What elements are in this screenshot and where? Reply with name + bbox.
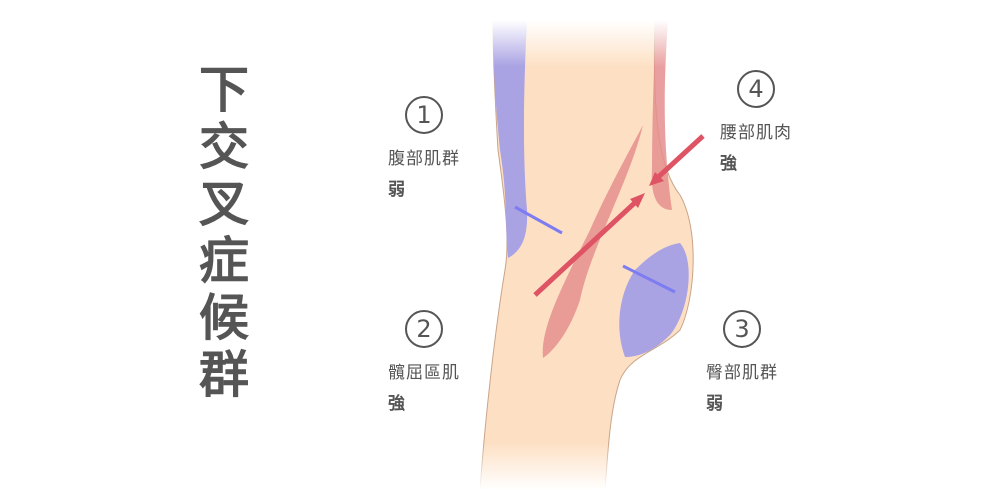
title-char: 下 [199,61,249,119]
number-badge: 2 [405,310,443,348]
glute-pull-line [622,264,676,294]
strength-label: 弱 [706,394,723,414]
title-char: 候 [199,289,249,347]
number-badge: 3 [723,310,761,348]
lower-back-muscle [651,20,672,210]
label-glute: 3 臀部肌群 弱 [706,310,778,414]
muscle-name: 髖屈區肌 [388,363,460,383]
number-badge: 1 [405,96,443,134]
title-char: 交 [199,118,249,176]
muscle-name: 臀部肌群 [706,363,778,383]
muscle-name: 腰部肌肉 [720,123,792,143]
hip-flexor-arrow [533,196,642,297]
title-char: 叉 [199,175,249,233]
diagram-title: 下 交 叉 症 候 群 [194,62,254,404]
title-char: 症 [199,232,249,290]
number-badge: 4 [737,70,775,108]
abdominal-pull-line [514,205,563,235]
title-char: 群 [199,346,249,404]
hip-flexor-arrowhead [630,193,645,208]
strength-label: 弱 [388,180,405,200]
label-lower-back: 4 腰部肌肉 強 [720,70,792,174]
muscle-name: 腹部肌群 [388,149,460,169]
strength-label: 強 [720,154,737,174]
abdominal-muscle [493,20,528,258]
lower-back-arrowhead [649,172,664,186]
strength-label: 強 [388,394,405,414]
lower-back-arrow [653,134,705,182]
label-abdominal: 1 腹部肌群 弱 [388,96,460,200]
label-hip-flexor: 2 髖屈區肌 強 [388,310,460,414]
